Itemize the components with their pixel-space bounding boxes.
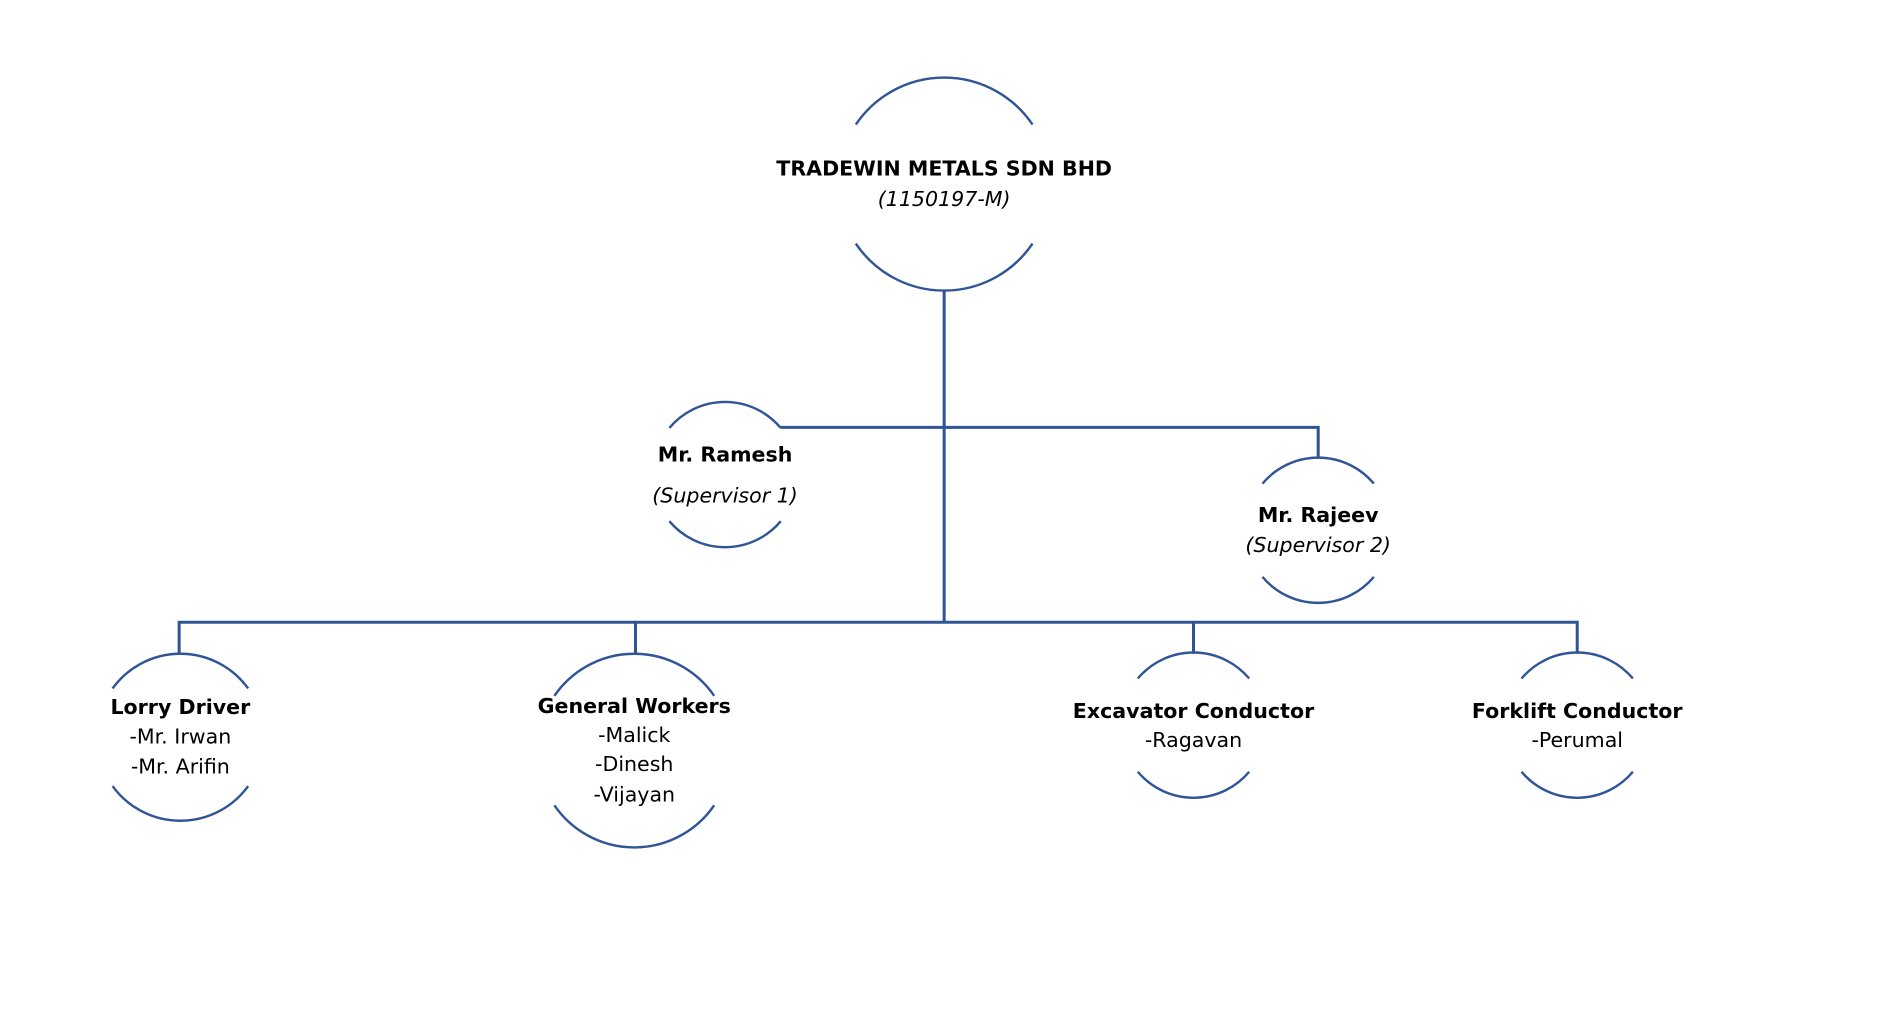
company-reg: (1150197-M) [878,187,1011,211]
connector-supervisors [780,425,1320,458]
team-member: -Dinesh [595,752,673,776]
node-excavator-conductor: Excavator Conductor -Ragavan [1073,699,1315,752]
lorry-driver-outline-top-arc [111,652,250,690]
node-supervisor-1: Mr. Ramesh (Supervisor 1) [652,442,798,507]
supervisor-role: (Supervisor 1) [652,483,798,507]
supervisor-2-outline-bottom-arc [1261,576,1375,605]
team-member: -Perumal [1531,728,1623,752]
excavator-conductor-outline-bottom-arc [1136,770,1251,799]
node-forklift-conductor: Forklift Conductor -Perumal [1472,699,1684,752]
team-title: Lorry Driver [110,695,251,719]
lorry-driver-outline-bottom-arc [111,785,250,822]
supervisor-1-outline-top-arc [668,400,782,429]
team-member: -Mr. Arifin [131,755,230,779]
company-name: TRADEWIN METALS SDN BHD [776,157,1112,181]
node-lorry-driver: Lorry Driver -Mr. Irwan -Mr. Arifin [110,695,251,778]
forklift-conductor-outline-bottom-arc [1520,770,1634,799]
node-company: TRADEWIN METALS SDN BHD (1150197-M) [776,157,1112,211]
team-member: -Ragavan [1145,728,1242,752]
node-general-workers: General Workers -Malick -Dinesh -Vijayan [538,694,731,806]
supervisor-1-outline-bottom-arc [668,520,782,549]
team-member: -Malick [598,723,670,747]
team-member: -Mr. Irwan [129,724,231,748]
supervisor-2-outline-top-arc [1261,456,1375,485]
node-supervisor-2: Mr. Rajeev (Supervisor 2) [1245,503,1391,557]
forklift-conductor-outline-top-arc [1520,651,1634,680]
supervisor-name: Mr. Ramesh [658,442,793,466]
connector-teams [177,620,1579,654]
team-member: -Vijayan [593,782,675,806]
team-title: General Workers [538,694,731,718]
supervisor-name: Mr. Rajeev [1258,503,1379,527]
company-outline-bottom-arc [854,242,1034,292]
team-title: Excavator Conductor [1073,699,1315,723]
connectors [177,290,1579,654]
supervisor-role: (Supervisor 2) [1245,533,1391,557]
excavator-conductor-outline-top-arc [1136,651,1251,680]
general-workers-outline-top-arc [553,652,716,697]
company-outline-top-arc [854,76,1034,126]
general-workers-outline-bottom-arc [553,804,716,849]
team-title: Forklift Conductor [1472,699,1684,723]
